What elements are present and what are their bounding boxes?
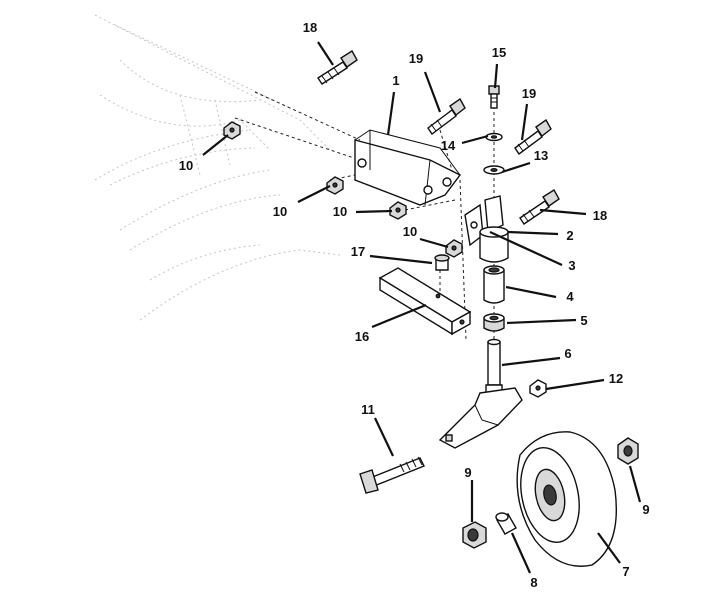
callout-10-b: 10 — [273, 204, 287, 219]
part-9-bearing-left — [462, 521, 487, 549]
part-11-axle-bolt — [359, 456, 425, 494]
callout-19-b: 19 — [522, 86, 536, 101]
part-10-nut-c — [389, 201, 407, 220]
callout-8: 8 — [530, 575, 537, 590]
callout-10-d: 10 — [403, 224, 417, 239]
leader-lines — [202, 41, 642, 574]
callout-labels: 18 19 15 1 19 10 14 13 10 10 18 2 10 17 … — [179, 20, 650, 590]
part-19-bolt-a — [427, 97, 466, 136]
part-10-nut-a — [223, 121, 241, 140]
callout-6: 6 — [564, 346, 571, 361]
part-15-screw — [488, 85, 500, 109]
callout-16: 16 — [355, 329, 369, 344]
part-3-clevis-bracket — [464, 195, 504, 247]
part-10-nut-d — [445, 239, 463, 258]
callout-19-a: 19 — [409, 51, 423, 66]
part-19-bolt-b — [514, 118, 552, 155]
part-17-pin — [434, 254, 450, 271]
callout-18-lower: 18 — [593, 208, 607, 223]
callout-9-right: 9 — [642, 502, 649, 517]
callout-1: 1 — [392, 73, 399, 88]
callout-15: 15 — [492, 45, 506, 60]
part-18-bolt-lower — [519, 189, 560, 225]
callout-10-c: 10 — [333, 204, 347, 219]
part-14-lockwasher — [485, 132, 503, 142]
part-18-bolt-upper — [317, 50, 358, 85]
part-4-bushing — [483, 265, 505, 304]
part-7-wheel — [516, 431, 618, 567]
callout-18-upper: 18 — [303, 20, 317, 35]
part-8-spacer-tube — [495, 512, 517, 535]
callout-13: 13 — [534, 148, 548, 163]
callout-2: 2 — [566, 228, 573, 243]
part-6-caster-yoke — [438, 338, 523, 449]
part-13-washer — [483, 165, 505, 175]
callout-7: 7 — [622, 564, 629, 579]
part-12-nut — [529, 379, 547, 398]
callout-3: 3 — [568, 258, 575, 273]
callout-11: 11 — [361, 402, 375, 417]
part-9-bearing-right — [617, 437, 639, 465]
part-1-mount-bracket — [354, 129, 462, 206]
ghost-frame — [94, 14, 341, 321]
callout-14: 14 — [441, 138, 456, 153]
callout-17: 17 — [351, 244, 365, 259]
callout-4: 4 — [566, 289, 574, 304]
part-16-arm — [378, 267, 472, 336]
callout-9-left: 9 — [464, 465, 471, 480]
part-10-nut-b — [326, 176, 344, 195]
callout-10-a: 10 — [179, 158, 193, 173]
part-5-spacer — [483, 313, 505, 332]
callout-5: 5 — [580, 313, 587, 328]
part-2-pivot-tube — [479, 226, 509, 263]
callout-12: 12 — [609, 371, 623, 386]
